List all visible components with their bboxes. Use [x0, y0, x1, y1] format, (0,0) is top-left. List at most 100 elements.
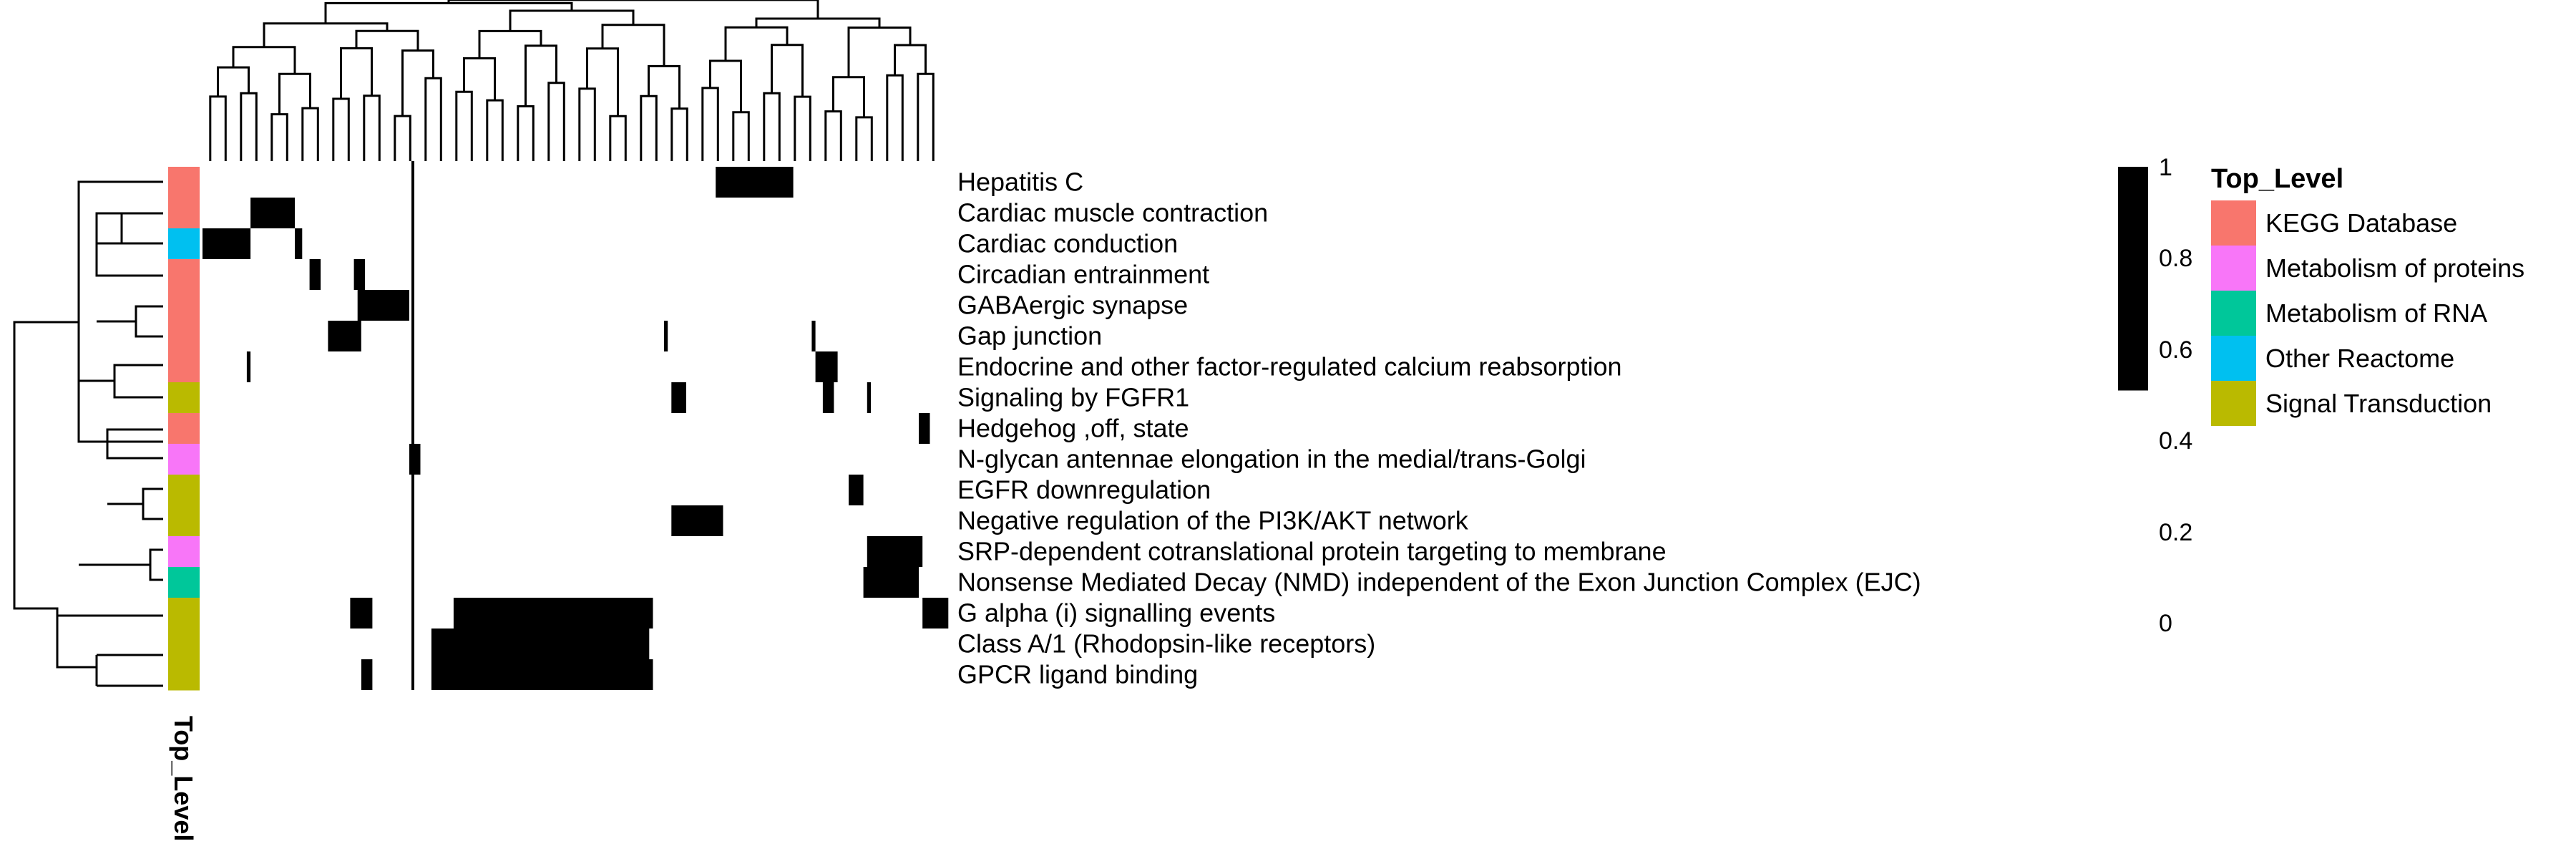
- top-level-annotation-bar: [168, 167, 200, 691]
- heatmap-cell: [431, 659, 653, 690]
- heatmap-cell: [671, 505, 723, 536]
- annotation-cell: [168, 505, 200, 537]
- row-label: Endocrine and other factor-regulated cal…: [957, 352, 1622, 382]
- row-label: Hepatitis C: [957, 168, 1083, 197]
- colorbar-slice: [2118, 278, 2148, 285]
- colorbar-slice: [2118, 256, 2148, 263]
- row-label: EGFR downregulation: [957, 475, 1211, 505]
- row-dendrogram-link: [120, 212, 163, 245]
- heatmap-cell: [867, 382, 871, 413]
- heatmap-cell: [250, 198, 295, 228]
- colorbar-slice: [2118, 211, 2148, 218]
- annotation-cell: [168, 629, 200, 660]
- annotation-cell: [168, 321, 200, 352]
- legend-swatch: [2211, 246, 2256, 291]
- colorbar-slice: [2118, 345, 2148, 351]
- annotation-cell: [168, 413, 200, 445]
- colorbar-slice: [2118, 251, 2148, 257]
- legend-label: KEGG Database: [2265, 208, 2457, 238]
- colorbar-slice: [2118, 200, 2148, 207]
- colorbar-slice: [2118, 223, 2148, 229]
- column-dendrogram-link: [447, 0, 819, 19]
- colorbar-slice: [2118, 167, 2148, 173]
- row-dendrogram-link: [106, 428, 163, 460]
- heatmap-cell: [361, 659, 373, 690]
- colorbar-ticks: 10.80.60.40.20: [2159, 154, 2192, 637]
- heatmap-cell: [922, 598, 949, 629]
- colorbar-tick-label: 0: [2159, 610, 2172, 637]
- annotation-cell: [168, 382, 200, 414]
- colorbar-slice: [2118, 217, 2148, 223]
- annotation-cell: [168, 351, 200, 383]
- colorbar-slice: [2118, 351, 2148, 357]
- row-label: G alpha (i) signalling events: [957, 598, 1275, 628]
- legend-label: Signal Transduction: [2265, 389, 2492, 418]
- annotation-cell: [168, 567, 200, 598]
- heatmap-cell: [353, 259, 366, 290]
- heatmap-body: [203, 161, 949, 690]
- heatmap-cell: [671, 382, 686, 413]
- colorbar-slice: [2118, 273, 2148, 279]
- row-label: Signaling by FGFR1: [957, 383, 1189, 412]
- colorbar-slice: [2118, 283, 2148, 291]
- colorbar-slice: [2118, 367, 2148, 374]
- heatmap-cell: [357, 290, 409, 321]
- heatmap-cell: [919, 413, 930, 444]
- heatmap-cell: [246, 351, 251, 382]
- legend-label: Metabolism of RNA: [2265, 299, 2487, 328]
- annotation-cell: [168, 228, 200, 260]
- colorbar-slice: [2118, 289, 2148, 296]
- heatmap-cell: [350, 598, 373, 629]
- colorbar-slice: [2118, 379, 2148, 385]
- colorbar-slice: [2118, 178, 2148, 184]
- heatmap-cell: [203, 228, 251, 259]
- row-label: N-glycan antennae elongation in the medi…: [957, 445, 1586, 474]
- colorbar-slice: [2118, 317, 2148, 324]
- heatmap-cell: [453, 598, 653, 629]
- colorbar-slice: [2118, 228, 2148, 235]
- legend-swatch: [2211, 291, 2256, 336]
- colorbar-tick-label: 0.8: [2159, 245, 2192, 272]
- colorbar: [2118, 167, 2148, 391]
- row-label: SRP-dependent cotranslational protein ta…: [957, 537, 1667, 566]
- heatmap-cell: [849, 475, 864, 505]
- colorbar-slice: [2118, 384, 2148, 391]
- legend-swatch: [2211, 336, 2256, 381]
- colorbar-slice: [2118, 233, 2148, 240]
- heatmap-cell: [815, 351, 838, 382]
- heatmap-cell: [431, 629, 650, 659]
- heatmap-cell: [309, 259, 321, 290]
- annotation-cell: [168, 259, 200, 291]
- colorbar-slice: [2118, 323, 2148, 329]
- colorbar-slice: [2118, 205, 2148, 212]
- row-label: Gap junction: [957, 321, 1102, 351]
- colorbar-slice: [2118, 239, 2148, 246]
- colorbar-slice: [2118, 261, 2148, 268]
- colorbar-slice: [2118, 334, 2148, 341]
- colorbar-slice: [2118, 172, 2148, 179]
- heatmap-cell: [716, 167, 794, 198]
- row-label: GPCR ligand binding: [957, 660, 1198, 689]
- colorbar-slice: [2118, 245, 2148, 251]
- colorbar-slice: [2118, 329, 2148, 335]
- colorbar-slice: [2118, 306, 2148, 313]
- annotation-cell: [168, 444, 200, 475]
- row-label: GABAergic synapse: [957, 291, 1188, 320]
- annotation-cell: [168, 598, 200, 629]
- colorbar-slice: [2118, 356, 2148, 363]
- annotation-cell: [168, 659, 200, 691]
- colorbar-slice: [2118, 195, 2148, 201]
- row-label: Cardiac conduction: [957, 229, 1178, 258]
- row-dendrogram-link: [77, 180, 163, 443]
- heatmap-cell: [295, 228, 303, 259]
- row-label: Hedgehog ,off, state: [957, 414, 1189, 443]
- heatmap-cell: [822, 382, 834, 413]
- row-label: Cardiac muscle contraction: [957, 198, 1268, 228]
- legend-label: Other Reactome: [2265, 344, 2454, 373]
- legend-title: Top_Level: [2211, 164, 2343, 194]
- row-label: Nonsense Mediated Decay (NMD) independen…: [957, 568, 1921, 597]
- legend-label: Metabolism of proteins: [2265, 253, 2524, 283]
